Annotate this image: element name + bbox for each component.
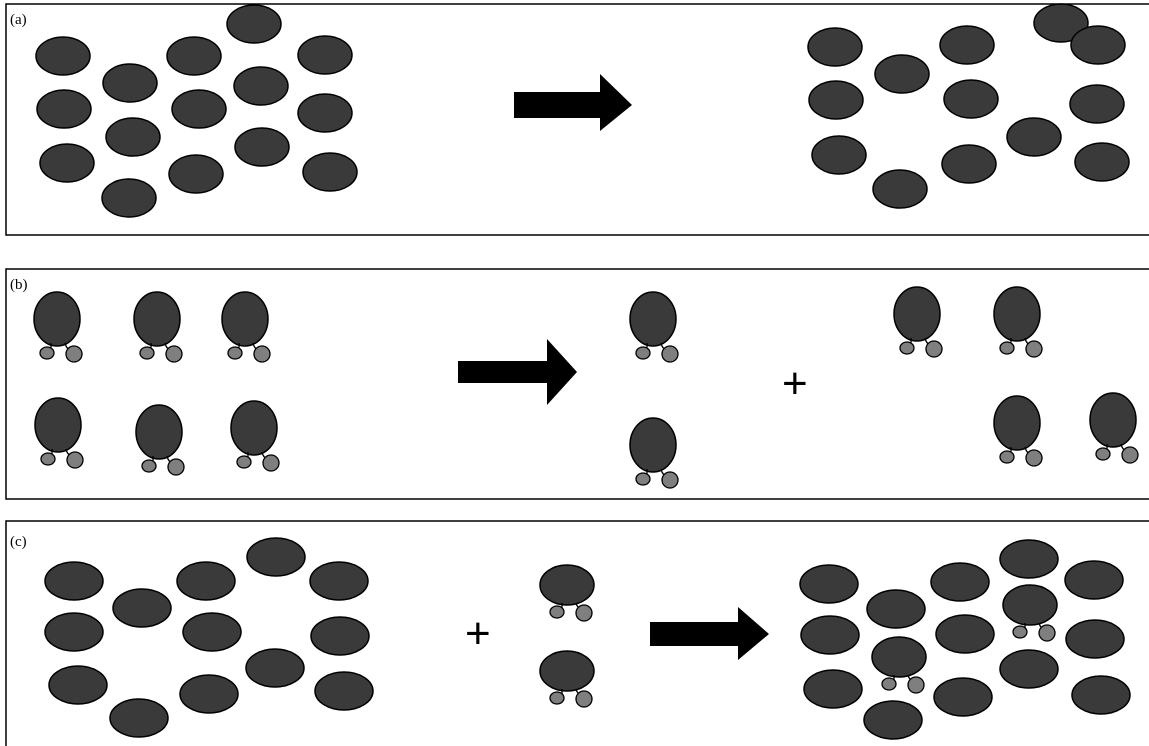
bound-pair-particle: [34, 397, 84, 469]
particle: [874, 54, 930, 94]
particle: [297, 35, 353, 75]
particle: [226, 4, 282, 44]
particle: [1071, 675, 1131, 715]
particle: [933, 677, 993, 717]
particle: [872, 169, 928, 209]
particle: [930, 562, 990, 602]
plus-sign-b: +: [782, 359, 808, 408]
particle: [182, 612, 242, 652]
bound-pair-particle: [629, 417, 679, 489]
particle: [234, 127, 290, 167]
panel-b-product-left: [629, 291, 679, 489]
panel-a: (a): [5, 3, 1149, 236]
particle: [44, 561, 104, 601]
bound-pair-particle: [539, 564, 595, 622]
particle: [1033, 3, 1089, 43]
particle: [1064, 560, 1124, 600]
bound-pair-particle: [629, 291, 679, 363]
particle: [101, 178, 157, 218]
particle: [39, 143, 95, 183]
particle: [48, 665, 108, 705]
particle: [309, 561, 369, 601]
panel-c-middle-pairs: [539, 564, 595, 708]
bound-pair-particle: [133, 291, 183, 363]
plus-sign-c: +: [465, 609, 491, 658]
particle: [866, 589, 926, 629]
particle: [35, 36, 91, 76]
panel-c-right-cluster: [799, 539, 1131, 740]
particle: [105, 117, 161, 157]
panel-c: (c) +: [5, 520, 1149, 746]
particle: [310, 616, 370, 656]
particle: [297, 93, 353, 133]
particle: [803, 669, 863, 709]
reaction-arrow-a: [514, 74, 632, 131]
particle: [1069, 84, 1125, 124]
particle: [176, 561, 236, 601]
particle: [166, 36, 222, 76]
particle: [179, 674, 239, 714]
particle: [109, 698, 169, 738]
particle: [999, 649, 1059, 689]
reaction-arrow-b: [458, 339, 577, 405]
particle: [302, 152, 358, 192]
bound-pair-particle: [1089, 392, 1139, 464]
particle: [112, 588, 172, 628]
bound-pair-particle: [221, 291, 271, 363]
particle: [36, 89, 92, 129]
particle: [168, 154, 224, 194]
bound-pair-particle: [230, 400, 280, 472]
particle: [935, 614, 995, 654]
particle: [939, 25, 995, 65]
particle: [1070, 25, 1126, 65]
particle: [999, 539, 1059, 579]
panel-b-product-right: [893, 286, 1139, 467]
panel-b-label: (b): [10, 277, 28, 293]
bound-pair-particle: [893, 286, 943, 358]
panel-a-right-cluster: [807, 3, 1130, 209]
particle: [1065, 619, 1125, 659]
particle: [1074, 142, 1130, 182]
particle: [799, 564, 859, 604]
reaction-arrow-c: [650, 607, 769, 660]
particle: [245, 648, 305, 688]
bound-pair-particle: [539, 650, 595, 708]
particle: [800, 615, 860, 655]
particle: [863, 700, 923, 740]
panel-a-label: (a): [10, 12, 27, 28]
bound-pair-particle: [135, 404, 185, 476]
panel-a-frame: [5, 3, 1149, 236]
particle: [246, 537, 306, 577]
particle: [102, 63, 158, 103]
panel-b-frame: [5, 268, 1149, 500]
panel-b: (b) +: [5, 268, 1149, 500]
panel-c-frame: [5, 520, 1149, 746]
panel-a-left-cluster: [35, 4, 358, 218]
bound-pair-particle: [33, 291, 83, 363]
bound-pair-particle: [871, 636, 927, 694]
particle: [44, 612, 104, 652]
particle: [943, 79, 999, 119]
panel-b-reactant-pairs: [33, 291, 280, 476]
particle: [233, 66, 289, 106]
particle: [941, 144, 997, 184]
bound-pair-particle: [1002, 584, 1058, 642]
bound-pair-particle: [993, 286, 1043, 358]
particle: [811, 135, 867, 175]
particle: [171, 89, 227, 129]
panel-c-left-cluster: [44, 537, 374, 738]
panel-c-label: (c): [10, 534, 27, 550]
bound-pair-particle: [993, 395, 1043, 467]
particle: [1006, 117, 1062, 157]
particle: [314, 671, 374, 711]
particle: [807, 27, 863, 67]
particle: [808, 80, 864, 120]
